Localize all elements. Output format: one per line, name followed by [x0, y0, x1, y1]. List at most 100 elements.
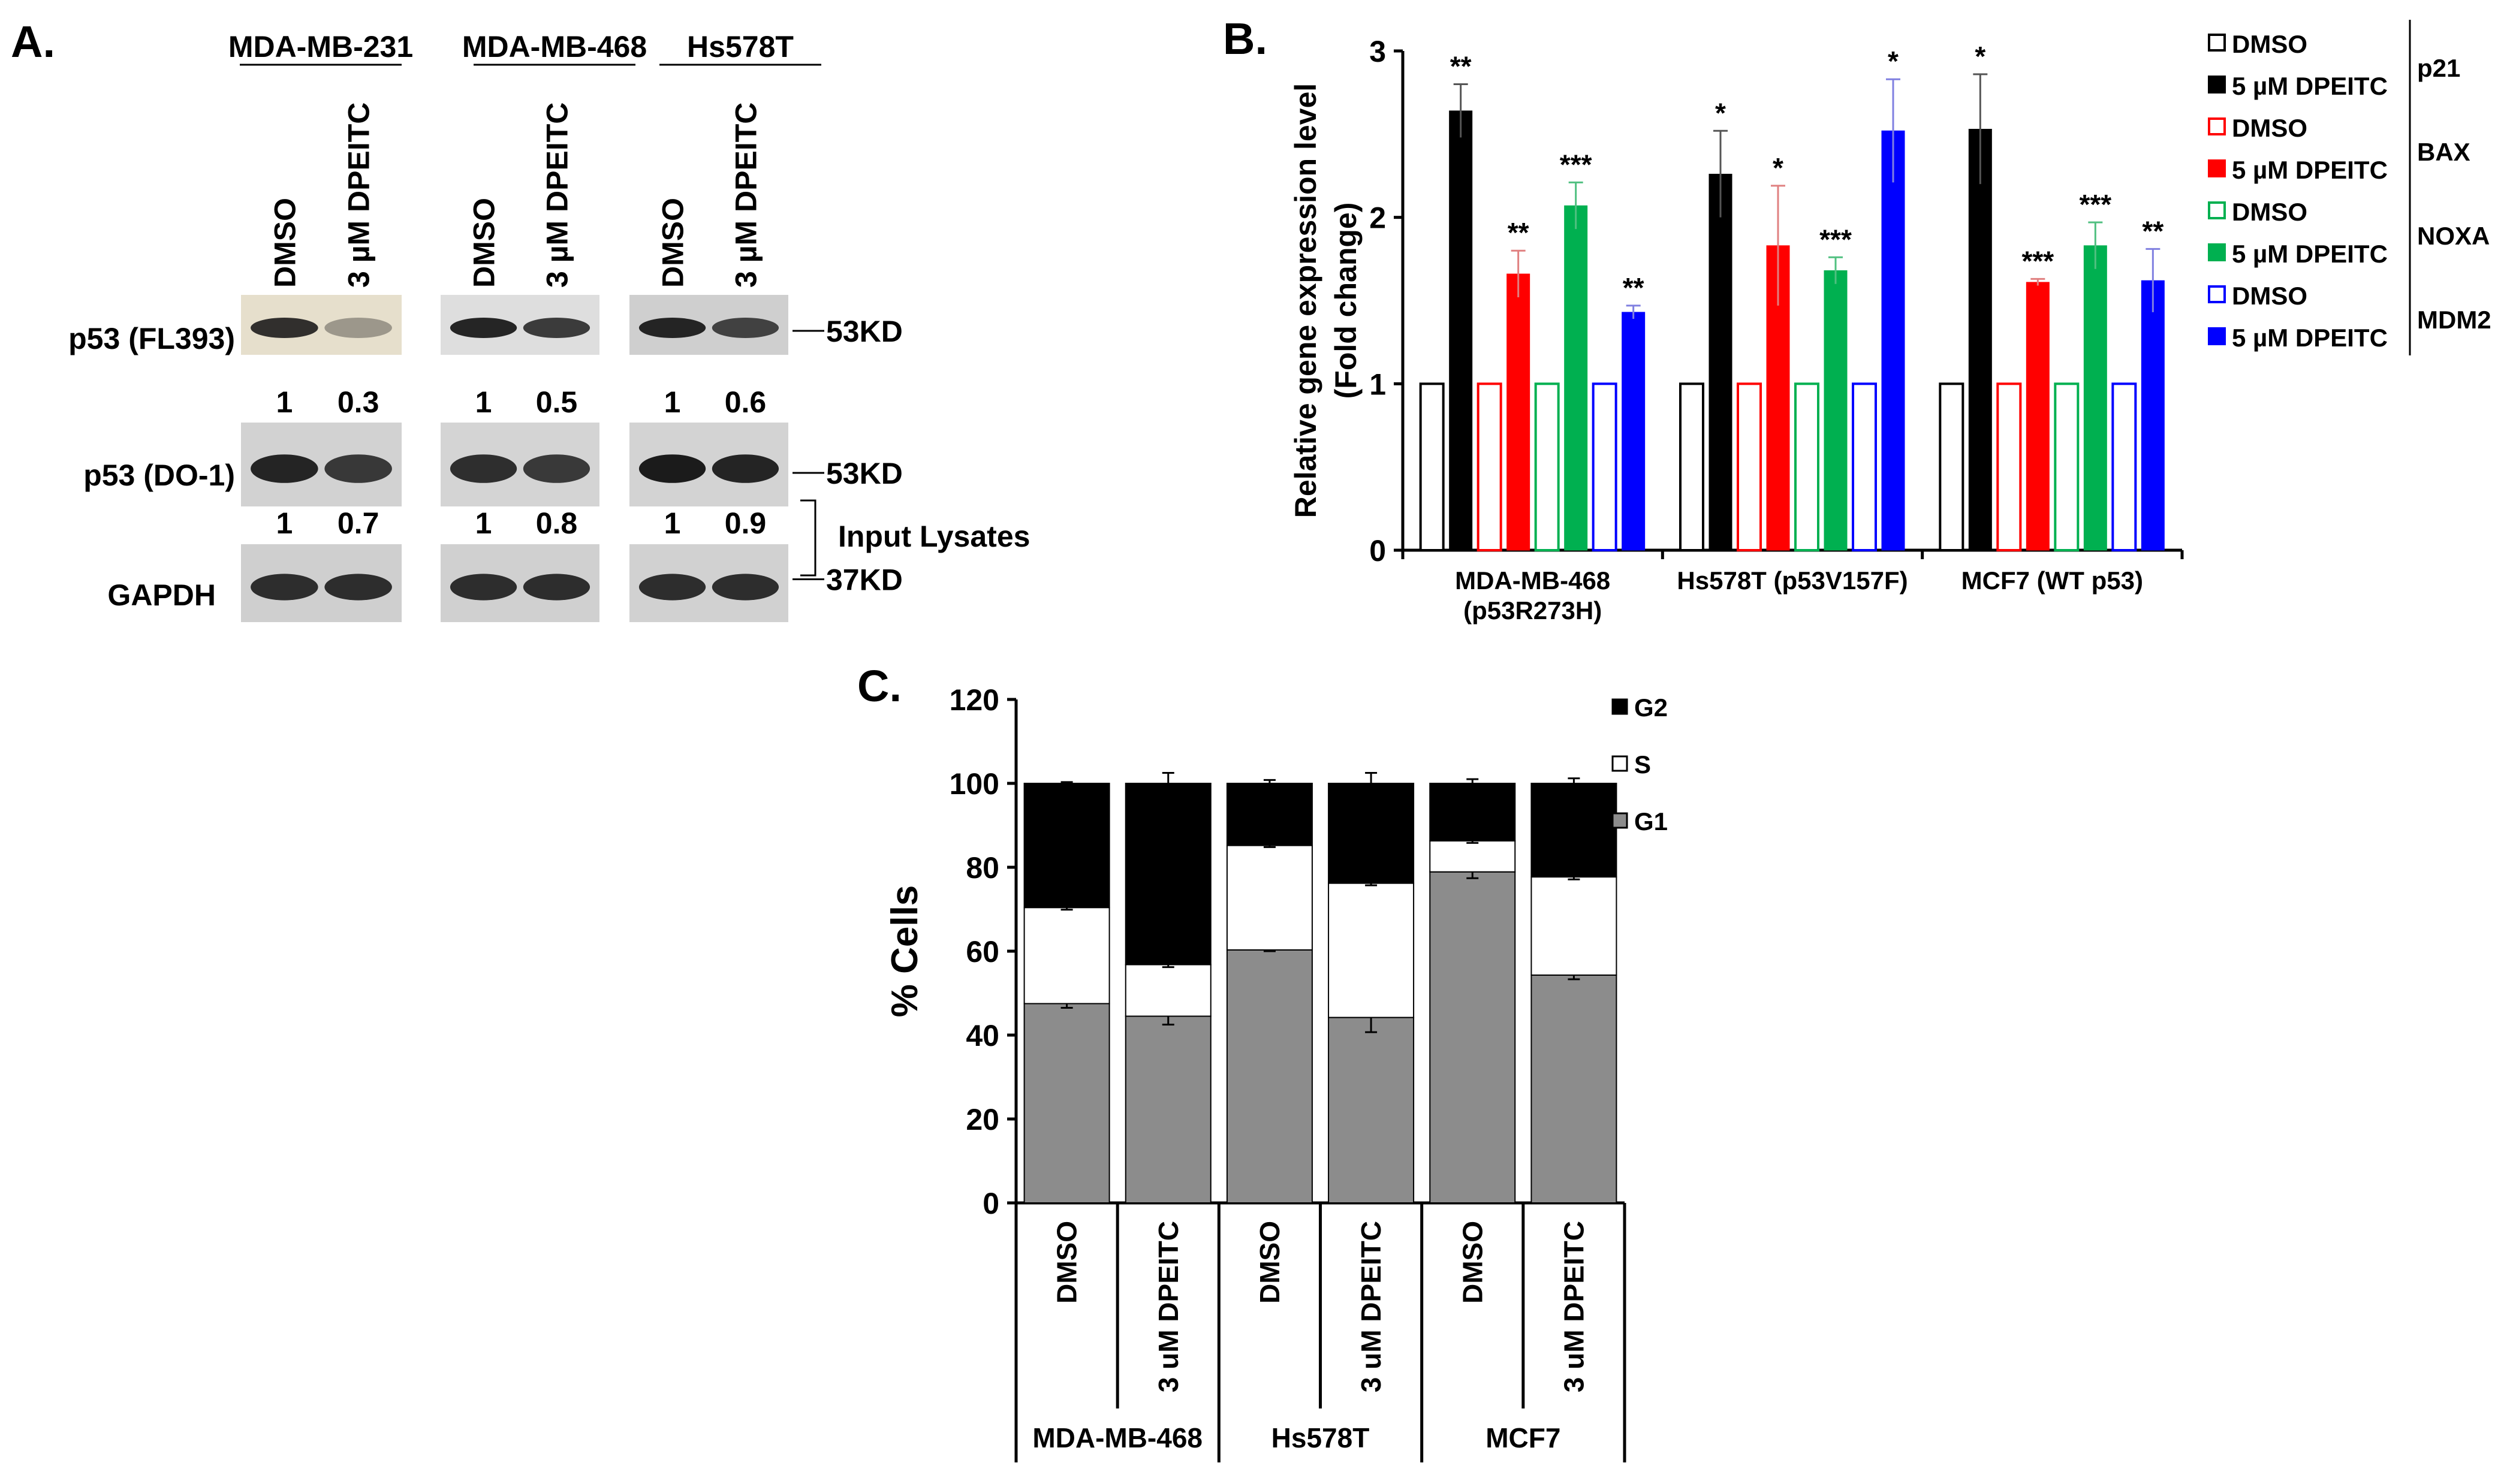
- blot-band: [450, 318, 517, 338]
- blot-quant-value: 0.8: [536, 506, 578, 540]
- chart-b-bar: [1622, 312, 1646, 551]
- chart-b-bar: [1737, 382, 1762, 551]
- blot-band: [324, 454, 392, 483]
- chart-c-y-tick-label: 40: [966, 1019, 999, 1052]
- chart-c-bar-segment: [1125, 964, 1212, 1017]
- chart-c-category-label: DMSO: [1457, 1221, 1488, 1304]
- blot-quant-value: 1: [475, 506, 492, 540]
- blot-band: [712, 318, 779, 338]
- chart-b-legend-swatch: [2208, 34, 2226, 52]
- blot-quant-value: 0.9: [725, 506, 767, 540]
- chart-c-legend-swatch: [1611, 812, 1628, 829]
- chart-b-significance-stars: **: [1450, 51, 1472, 82]
- chart-b-significance-stars: **: [2142, 215, 2164, 246]
- chart-c-category-label: DMSO: [1051, 1221, 1083, 1304]
- chart-b-significance-stars: *: [1975, 41, 1985, 72]
- chart-b-legend-label: 5 µM DPEITC: [2232, 324, 2388, 352]
- chart-c-bar-segment: [1429, 871, 1516, 1204]
- chart-b-bar: [1477, 382, 1502, 551]
- chart-b-bar: [1449, 110, 1473, 551]
- chart-c-bar-segment: [1226, 783, 1313, 846]
- chart-b-significance-stars: ***: [2021, 245, 2054, 276]
- blot-band: [638, 318, 706, 338]
- chart-c-y-tick-label: 0: [983, 1187, 999, 1220]
- blot-band: [523, 454, 590, 483]
- chart-c-bar-segment: [1429, 783, 1516, 841]
- blot-band: [251, 454, 318, 483]
- blot-lane-label: DMSO: [268, 198, 302, 288]
- chart-c-bar-segment: [1328, 1017, 1415, 1204]
- blot-band: [324, 574, 392, 601]
- chart-c-bar-segment: [1226, 844, 1313, 951]
- blot-quant-value: 1: [664, 506, 681, 540]
- chart-b-bar: [1564, 205, 1588, 551]
- panel-c-letter: C.: [857, 661, 902, 711]
- chart-b-legend-label: DMSO: [2232, 198, 2307, 226]
- chart-b-legend-label: DMSO: [2232, 282, 2307, 310]
- blot-row-label: GAPDH: [107, 578, 216, 612]
- chart-b-bar: [1852, 382, 1877, 551]
- chart-b-bar: [1996, 382, 2022, 551]
- blot-quant-value: 1: [276, 385, 293, 419]
- chart-b-bar: [1939, 382, 1964, 551]
- chart-c-category-label: 3 uM DPEITC: [1558, 1221, 1589, 1392]
- blot-quant-value: 0.6: [725, 385, 767, 419]
- blot-cell-line-label: MDA-MB-231: [228, 30, 413, 64]
- chart-b-category-label: Hs578T (p53V157F): [1677, 566, 1908, 595]
- chart-c-bar-segment: [1530, 783, 1617, 878]
- chart-c-bar-segment: [1023, 907, 1110, 1005]
- chart-c-legend-label: G2: [1634, 693, 1668, 722]
- chart-c-group-label: Hs578T: [1271, 1422, 1370, 1453]
- chart-b-bar: [2111, 382, 2137, 551]
- chart-b-legend-label: 5 µM DPEITC: [2232, 240, 2388, 268]
- blot-cell-line-label: MDA-MB-468: [462, 30, 647, 64]
- chart-b-category-label: MDA-MB-468: [1455, 566, 1610, 595]
- chart-b-legend-gene-label: BAX: [2417, 138, 2470, 166]
- chart-b-significance-stars: **: [1623, 272, 1644, 303]
- blot-lane-label: 3 µM DPEITC: [540, 102, 574, 288]
- panel-a-letter: A.: [11, 17, 55, 67]
- chart-b-y-tick-label: 2: [1369, 201, 1386, 235]
- chart-c-legend-swatch: [1611, 698, 1628, 715]
- blot-band: [251, 318, 318, 338]
- blot-band: [523, 574, 590, 601]
- chart-b-significance-stars: *: [1888, 46, 1899, 77]
- chart-b-legend-gene-label: NOXA: [2417, 222, 2490, 250]
- blot-quant-value: 1: [664, 385, 681, 419]
- chart-c-category-label: 3 uM DPEITC: [1355, 1221, 1387, 1392]
- panel-b-letter: B.: [1223, 14, 1267, 64]
- chart-b-bar: [1592, 382, 1617, 551]
- chart-b-significance-stars: *: [1773, 152, 1783, 183]
- chart-b-legend-swatch: [2208, 285, 2226, 303]
- chart-b-bar: [1709, 173, 1732, 551]
- chart-c-bar-segment: [1328, 783, 1415, 884]
- blot-band: [638, 454, 706, 483]
- blot-lane-label: DMSO: [656, 198, 690, 288]
- chart-b-bar: [1794, 382, 1819, 551]
- blot-size-marker: 53KD: [826, 457, 903, 490]
- chart-b-legend-gene-label: p21: [2417, 54, 2460, 82]
- blot-quant-value: 0.3: [338, 385, 379, 419]
- chart-b-y-tick-label: 3: [1369, 35, 1386, 68]
- chart-c-bar-segment: [1530, 876, 1617, 976]
- blot-band: [712, 574, 779, 601]
- chart-b-category-label: MCF7 (WT p53): [1961, 566, 2143, 595]
- chart-b-y-tick-label: 0: [1369, 534, 1386, 568]
- chart-b-bar: [2141, 280, 2165, 551]
- chart-c-y-tick-label: 60: [966, 935, 999, 969]
- chart-c-bar-segment: [1530, 974, 1617, 1204]
- blot-band: [324, 318, 392, 338]
- chart-c-legend-label: G1: [1634, 807, 1668, 835]
- chart-b-category-label: (p53R273H): [1463, 596, 1602, 625]
- chart-b-legend-swatch: [2208, 117, 2226, 135]
- blot-band: [251, 574, 318, 601]
- blot-lane-label: DMSO: [468, 198, 501, 288]
- blot-size-marker: 37KD: [826, 563, 903, 597]
- chart-b-bar: [1679, 382, 1704, 551]
- chart-b-legend-swatch: [2208, 159, 2226, 177]
- chart-c-group-label: MDA-MB-468: [1032, 1422, 1203, 1453]
